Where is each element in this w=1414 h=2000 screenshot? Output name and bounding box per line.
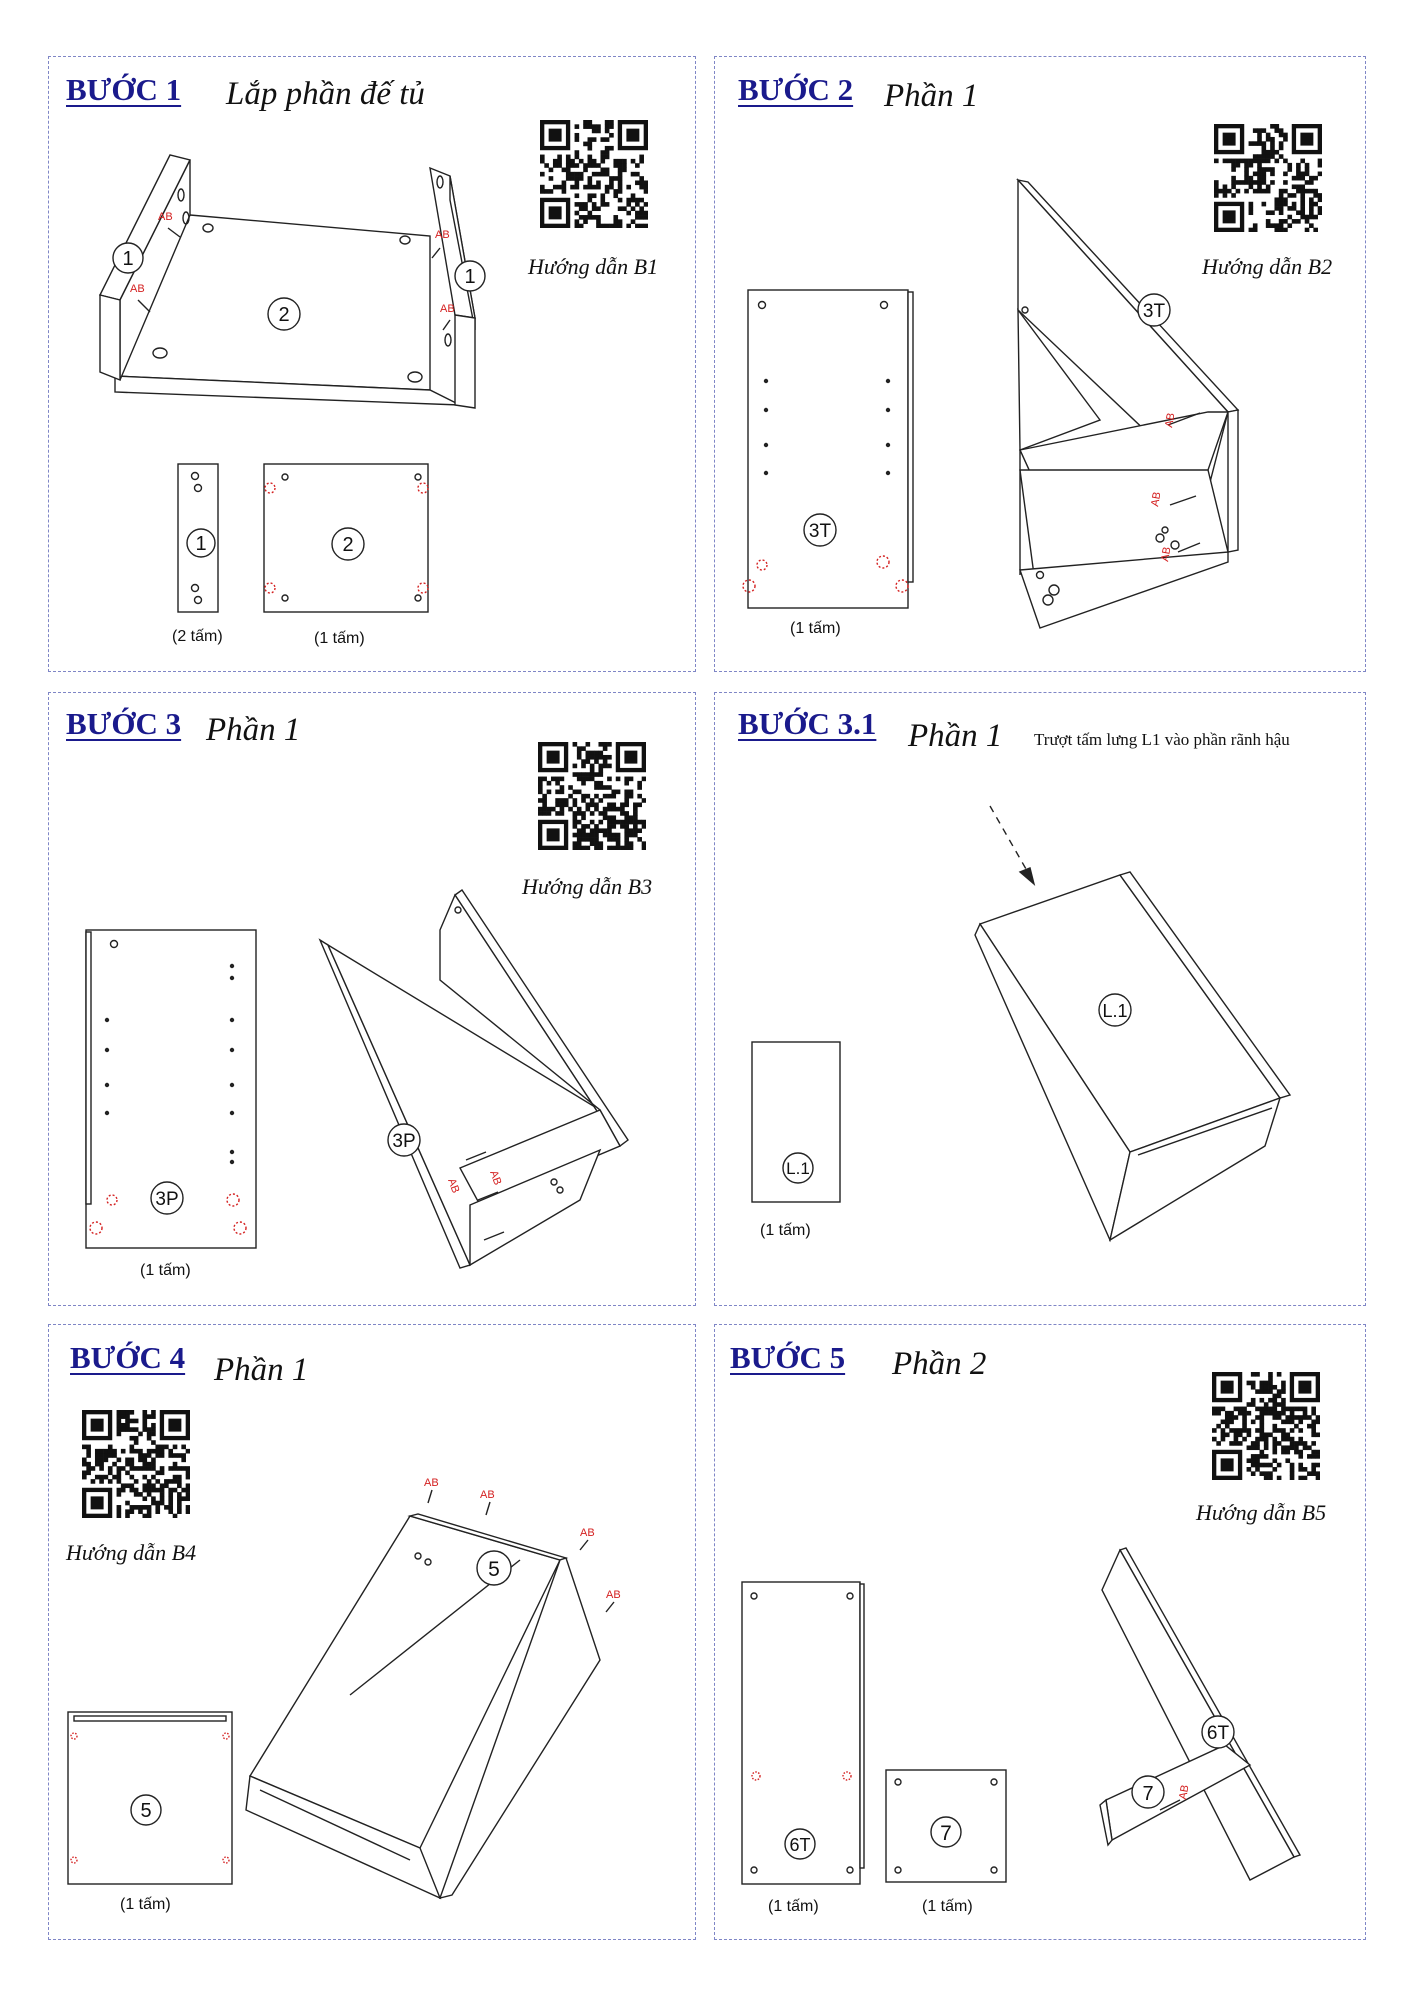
part-label-2: 2 xyxy=(342,534,353,556)
step-1-subtitle: Lắp phần đế tủ xyxy=(226,76,425,112)
part-3t-quantity: (1 tấm) xyxy=(790,620,841,637)
step-3-ab-mark: AB xyxy=(487,1169,503,1187)
step-2-ab-mark: AB xyxy=(1163,412,1177,429)
step-2-assembly: 3T AB AB AB 3T xyxy=(742,178,1240,629)
step-3-guide-caption: Hướng dẫn B3 xyxy=(522,874,653,899)
step-3-1-title: BƯỚC 3.1 xyxy=(738,706,877,741)
step-3-assembly: 3P AB AB 3P xyxy=(85,889,629,1269)
step-3-title: BƯỚC 3 xyxy=(66,706,182,741)
step-4-guide-caption: Hướng dẫn B4 xyxy=(66,1540,197,1565)
part-label-3p: 3P xyxy=(155,1189,178,1210)
part-label-3t: 3T xyxy=(1143,301,1166,322)
step-1-title: BƯỚC 1 xyxy=(66,72,182,107)
step-5-assembly: 6T 7 AB 6T 7 xyxy=(741,1547,1302,1885)
step-2-guide-caption: Hướng dẫn B2 xyxy=(1202,254,1333,279)
step-4-panel xyxy=(48,1324,696,1940)
qr-code-icon xyxy=(538,742,646,850)
part-label-7: 7 xyxy=(1142,1783,1153,1805)
part-1-quantity: (2 tấm) xyxy=(172,628,223,645)
step-4-ab-mark: AB xyxy=(580,1527,595,1539)
step-2-panel xyxy=(714,56,1366,672)
step-3-1-subtitle: Phần 1 xyxy=(908,718,1003,754)
qr-code-icon xyxy=(1212,1372,1320,1480)
part-label-3t: 3T xyxy=(809,521,832,542)
part-label-1: 1 xyxy=(195,533,206,555)
step-3-1-assembly: L.1 L.1 xyxy=(751,805,1292,1243)
part-7-quantity: (1 tấm) xyxy=(922,1898,973,1915)
part-6t-quantity: (1 tấm) xyxy=(768,1898,819,1915)
step-5-ab-mark: AB xyxy=(1177,1784,1191,1801)
step-3-1-panel xyxy=(714,692,1366,1306)
step-5-guide-caption: Hướng dẫn B5 xyxy=(1196,1500,1327,1525)
part-label-l1: L.1 xyxy=(1102,1001,1127,1021)
part-label-1: 1 xyxy=(122,248,133,270)
part-label-5: 5 xyxy=(140,1800,151,1822)
part-label-1: 1 xyxy=(464,266,475,288)
step-2-title: BƯỚC 2 xyxy=(738,72,854,107)
step-1-panel xyxy=(48,56,696,672)
part-5-quantity: (1 tấm) xyxy=(120,1896,171,1913)
part-label-6t: 6T xyxy=(789,1835,810,1855)
part-label-3p: 3P xyxy=(392,1131,415,1152)
step-1-ab-mark: AB xyxy=(440,303,455,315)
step-5-panel xyxy=(714,1324,1366,1940)
step-3-subtitle: Phần 1 xyxy=(206,712,301,748)
part-label-2: 2 xyxy=(278,304,289,326)
qr-code-icon xyxy=(540,120,648,228)
part-label-l1: L.1 xyxy=(786,1159,810,1178)
step-4-assembly: 5 AB AB AB AB 5 xyxy=(67,1477,621,1900)
step-5-title: BƯỚC 5 xyxy=(730,1340,846,1375)
part-3p-quantity: (1 tấm) xyxy=(140,1262,191,1279)
qr-code-icon xyxy=(82,1410,190,1518)
arrow-icon xyxy=(1018,867,1036,886)
step-4-ab-mark: AB xyxy=(424,1477,439,1489)
step-1-base-assembly: AB AB AB AB 1 2 1 1 2 xyxy=(98,154,486,613)
step-4-ab-mark: AB xyxy=(606,1589,621,1601)
step-3-ab-mark: AB xyxy=(445,1177,461,1195)
step-4-ab-mark: AB xyxy=(480,1489,495,1501)
part-l1-quantity: (1 tấm) xyxy=(760,1222,811,1239)
part-2-quantity: (1 tấm) xyxy=(314,630,365,647)
step-3-1-note: Trượt tấm lưng L1 vào phần rãnh hậu xyxy=(1034,730,1290,749)
step-4-title: BƯỚC 4 xyxy=(70,1340,186,1375)
qr-code-icon xyxy=(1214,124,1322,232)
step-5-subtitle: Phần 2 xyxy=(892,1346,987,1382)
step-3-panel xyxy=(48,692,696,1306)
step-1-guide-caption: Hướng dẫn B1 xyxy=(528,254,659,279)
part-label-6t: 6T xyxy=(1207,1723,1230,1744)
step-2-ab-mark: AB xyxy=(1159,546,1173,563)
step-4-subtitle: Phần 1 xyxy=(214,1352,309,1388)
part-label-7: 7 xyxy=(940,1822,952,1845)
part-label-5: 5 xyxy=(488,1558,500,1581)
step-2-subtitle: Phần 1 xyxy=(884,78,979,114)
step-1-ab-mark: AB xyxy=(435,229,450,241)
step-1-ab-mark: AB xyxy=(158,211,173,223)
step-2-ab-mark: AB xyxy=(1149,491,1163,508)
step-1-ab-mark: AB xyxy=(130,283,145,295)
